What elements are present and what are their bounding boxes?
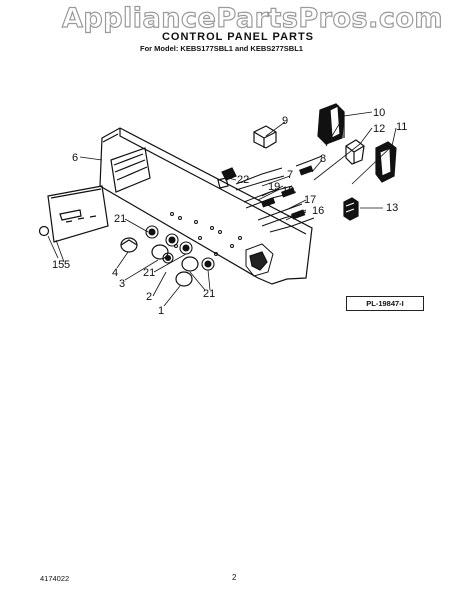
callout-7: 7: [287, 169, 293, 181]
callout-6: 6: [72, 152, 78, 164]
part-12: [345, 139, 365, 165]
overlay-panel: [47, 185, 109, 243]
control-panel: [99, 127, 313, 285]
callout-21c: 21: [203, 288, 215, 300]
callout-4: 4: [112, 267, 118, 279]
callout-13: 13: [386, 202, 398, 214]
panel-holes: [170, 212, 242, 256]
doc-number: 4174022: [40, 574, 70, 583]
part-13: [343, 197, 359, 221]
callout-15: 15: [52, 259, 64, 271]
part-22: [221, 167, 237, 181]
callout-11: 11: [396, 121, 407, 133]
callout-1: 1: [158, 305, 164, 317]
model-line: For Model: KEBS177SBL1 and KEBS277SBL1: [140, 44, 303, 53]
page-title: CONTROL PANEL PARTS: [161, 31, 315, 43]
watermark: AppliancePartsPros.com: [61, 3, 444, 34]
callout-21b: 21: [143, 267, 155, 279]
callout-22: 22: [237, 174, 249, 186]
display-window: [110, 147, 151, 193]
callout-5: 5: [64, 259, 70, 271]
callout-21a: 21: [114, 213, 126, 225]
callout-8: 8: [320, 153, 326, 165]
callout-12: 12: [373, 123, 385, 135]
callout-9: 9: [282, 115, 288, 127]
panel-cutout: [245, 243, 274, 277]
knob-set: [120, 237, 199, 287]
leader-lines: [47, 111, 397, 307]
callout-2: 2: [146, 291, 152, 303]
callout-18: 18: [282, 185, 294, 197]
switch-21: [145, 225, 215, 271]
part-9: [253, 125, 277, 149]
callout-3: 3: [119, 278, 125, 290]
page-number: 2: [232, 573, 237, 582]
callout-17: 17: [304, 194, 316, 206]
knob-15: [38, 225, 50, 237]
figure-code: PL-19847-I: [346, 296, 424, 311]
callout-10: 10: [373, 107, 385, 119]
callout-16: 16: [312, 205, 324, 217]
callout-labels: 6 9 10 12 11 22 7 8 19 18 17 16 13 21 15…: [52, 107, 407, 317]
callout-19: 19: [268, 181, 280, 193]
